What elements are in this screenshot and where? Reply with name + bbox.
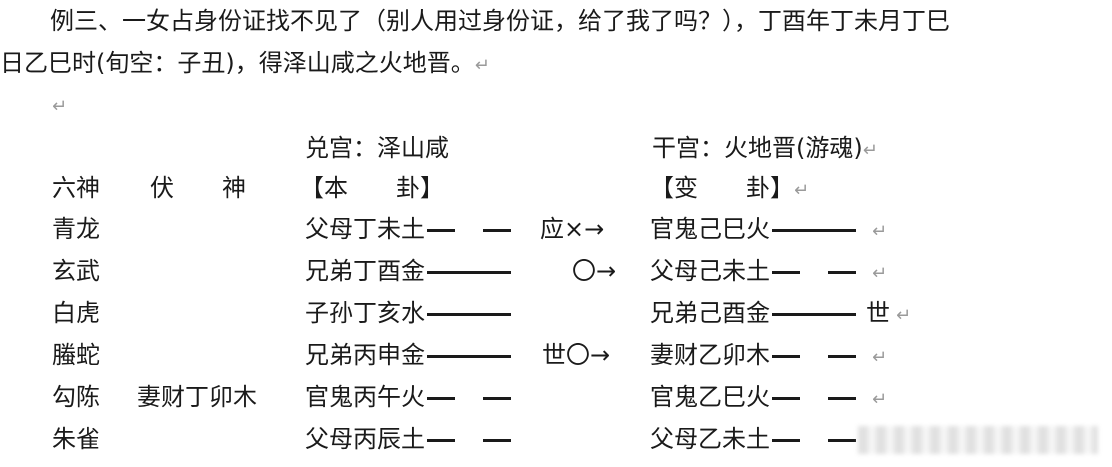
paragraph-mark: ↵ — [474, 55, 490, 76]
paragraph-mark: ↵ — [794, 180, 810, 201]
row-fushen: 妻财丁卯木 — [137, 383, 257, 411]
row-move-marker: 应×→ — [540, 215, 605, 243]
paragraph-mark: ↵ — [896, 305, 912, 326]
intro-line-2: 日乙巳时(旬空：子丑)，得泽山咸之火地晋。↵ — [0, 48, 490, 81]
row-liushen: 白虎 — [52, 299, 100, 327]
row-bengua: 官鬼丙午火 — [305, 382, 511, 412]
row-biangua: 兄弟己酉金 世 ↵ — [650, 298, 911, 331]
row-liushen: 勾陈 — [52, 383, 100, 411]
intro-line-2-text: 日乙巳时(旬空：子丑)，得泽山咸之火地晋。 — [0, 49, 475, 77]
yin-line — [427, 438, 511, 442]
bian-yao-label: 兄弟己酉金 — [650, 299, 770, 327]
bian-yao-label: 官鬼乙巳火 — [650, 383, 770, 411]
yin-line — [427, 228, 511, 232]
ben-yao-label: 官鬼丙午火 — [305, 383, 425, 411]
bian-yao-label: 父母己未土 — [650, 257, 770, 285]
col-bengua: 【本 卦】 — [300, 174, 444, 202]
yang-line — [427, 270, 511, 274]
world-marker: 世 — [866, 299, 890, 327]
row-biangua: 父母己未土 ↵ — [650, 256, 887, 289]
bian-yao-label: 官鬼己巳火 — [650, 215, 770, 243]
ben-yao-label: 子孙丁亥水 — [305, 299, 425, 327]
paragraph-mark: ↵ — [872, 221, 888, 242]
col-liushen: 六神 — [52, 174, 100, 202]
ben-palace-title: 兑宫：泽山咸 — [305, 134, 449, 162]
yang-line — [772, 228, 856, 232]
row-biangua: 妻财乙卯木 ↵ — [650, 340, 887, 373]
yin-line — [427, 396, 511, 400]
row-liushen: 螣蛇 — [52, 341, 100, 369]
paragraph-mark: ↵ — [862, 140, 878, 161]
ben-yao-label: 兄弟丁酉金 — [305, 257, 425, 285]
row-liushen: 朱雀 — [52, 425, 100, 453]
row-biangua: 官鬼己巳火 ↵ — [650, 214, 887, 247]
paragraph-mark: ↵ — [872, 263, 888, 284]
intro-line-1: 例三、一女占身份证找不见了（别人用过身份证，给了我了吗？），丁酉年丁未月丁巳 — [50, 7, 950, 35]
yin-line — [772, 396, 856, 400]
col-biangua-text: 【变 卦】 — [650, 174, 794, 202]
yin-line — [772, 354, 856, 358]
row-biangua: 官鬼乙巳火 ↵ — [650, 382, 887, 415]
yang-line — [772, 312, 856, 316]
yin-line — [772, 438, 856, 442]
row-liushen: 青龙 — [52, 215, 100, 243]
paragraph-mark: ↵ — [52, 96, 68, 117]
row-bengua: 父母丁未土 — [305, 214, 511, 244]
row-bengua: 子孙丁亥水 — [305, 298, 511, 328]
ben-yao-label: 父母丁未土 — [305, 215, 425, 243]
paragraph-mark: ↵ — [872, 389, 888, 410]
row-move-marker: 世〇→ — [542, 341, 611, 369]
ben-yao-label: 兄弟丙申金 — [305, 341, 425, 369]
yin-line — [772, 270, 856, 274]
row-move-marker: 〇→ — [572, 257, 617, 285]
col-fushen: 伏 神 — [150, 174, 246, 202]
yang-line — [427, 312, 511, 316]
watermark-blur — [858, 426, 1098, 454]
row-liushen: 玄武 — [52, 257, 100, 285]
col-biangua: 【变 卦】↵ — [650, 173, 809, 206]
row-bengua: 兄弟丙申金 — [305, 340, 511, 370]
bian-palace-title: 干宫：火地晋(游魂)↵ — [652, 133, 878, 166]
bian-palace-text: 干宫：火地晋(游魂) — [652, 134, 863, 162]
bian-yao-label: 父母乙未土 — [650, 425, 770, 453]
ben-yao-label: 父母丙辰土 — [305, 425, 425, 453]
row-bengua: 兄弟丁酉金 — [305, 256, 511, 286]
row-biangua: 父母乙未土 — [650, 424, 872, 457]
row-bengua: 父母丙辰土 — [305, 424, 511, 454]
bian-yao-label: 妻财乙卯木 — [650, 341, 770, 369]
yang-line — [427, 354, 511, 358]
paragraph-mark: ↵ — [872, 347, 888, 368]
